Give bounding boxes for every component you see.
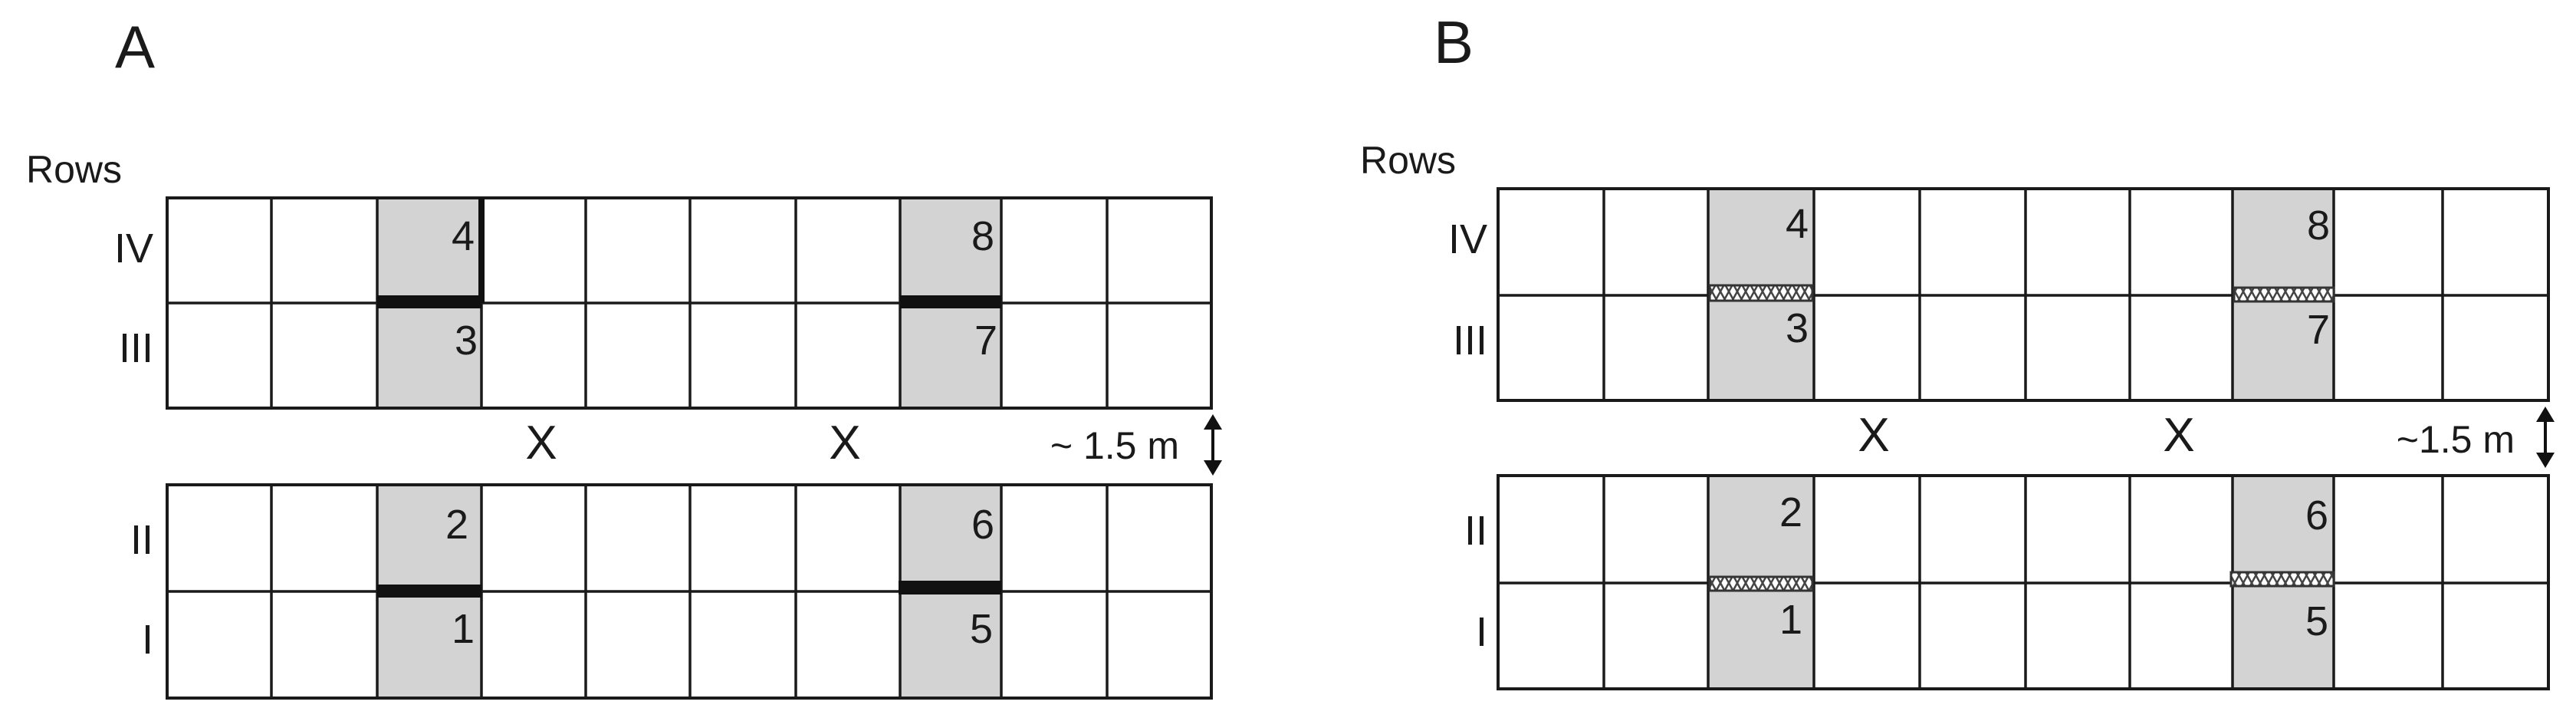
upper-grid-b [1497,187,2550,402]
panel-b: B Rows [1360,8,2555,690]
cross-mark-2-a: X [829,417,860,469]
separator-3-4-a [377,295,481,308]
panel-letter-a: A [115,13,155,81]
plot-number-2-a: 2 [445,502,468,548]
row-label-iii-b: III [1453,318,1487,364]
separator-7-8-a [900,295,1001,308]
plot-number-6-a: 6 [971,502,994,548]
row-label-iii-a: III [119,325,153,371]
spacing-label-b: ~1.5 m [2397,418,2515,461]
plot-number-4-a: 4 [452,213,475,259]
plot-number-7-b: 7 [2307,307,2330,353]
plot-number-5-b: 5 [2305,598,2328,644]
separator-7-8-b [2233,286,2335,303]
row-label-iv-a: IV [114,226,153,272]
separator-5-6-a [899,581,1001,594]
plot-number-6-b: 6 [2305,492,2328,538]
rows-title-a: Rows [26,148,122,191]
plot-number-1-b: 1 [1779,597,1802,643]
rows-title-b: Rows [1360,139,1456,182]
plot-number-3-b: 3 [1786,305,1809,351]
plot-number-5-a: 5 [970,606,993,652]
lower-grid-a [166,483,1213,700]
spacing-label-a: ~ 1.5 m [1050,424,1179,467]
plot-number-1-a: 1 [452,606,475,652]
double-arrow-icon-b [2536,407,2555,468]
lower-grid-b [1497,474,2550,690]
upper-grid-a [166,196,1213,410]
cross-mark-2-b: X [2163,409,2194,462]
row-label-ii-b: II [1464,508,1487,554]
row-label-ii-a: II [130,517,153,563]
separator-5-6-b [2229,571,2335,588]
plot-number-7-a: 7 [974,318,997,364]
plot-number-3-a: 3 [455,318,478,364]
row-label-i-a: I [142,617,153,663]
row-label-iv-b: IV [1448,216,1487,262]
separator-1-2-a [377,585,481,598]
row-label-i-b: I [1476,609,1487,655]
plot-number-4-b: 4 [1786,201,1809,247]
plot-number-2-b: 2 [1779,489,1802,535]
plot-number-8-b: 8 [2307,203,2330,249]
separator-1-2-b [1708,575,1814,592]
cross-mark-1-a: X [525,417,557,469]
panel-a: A Rows [26,13,1222,700]
separator-3-4-b [1708,284,1814,302]
plot-number-8-a: 8 [971,213,994,259]
double-arrow-icon-a [1204,414,1222,476]
cross-mark-1-b: X [1858,409,1889,462]
panel-letter-b: B [1434,8,1474,76]
